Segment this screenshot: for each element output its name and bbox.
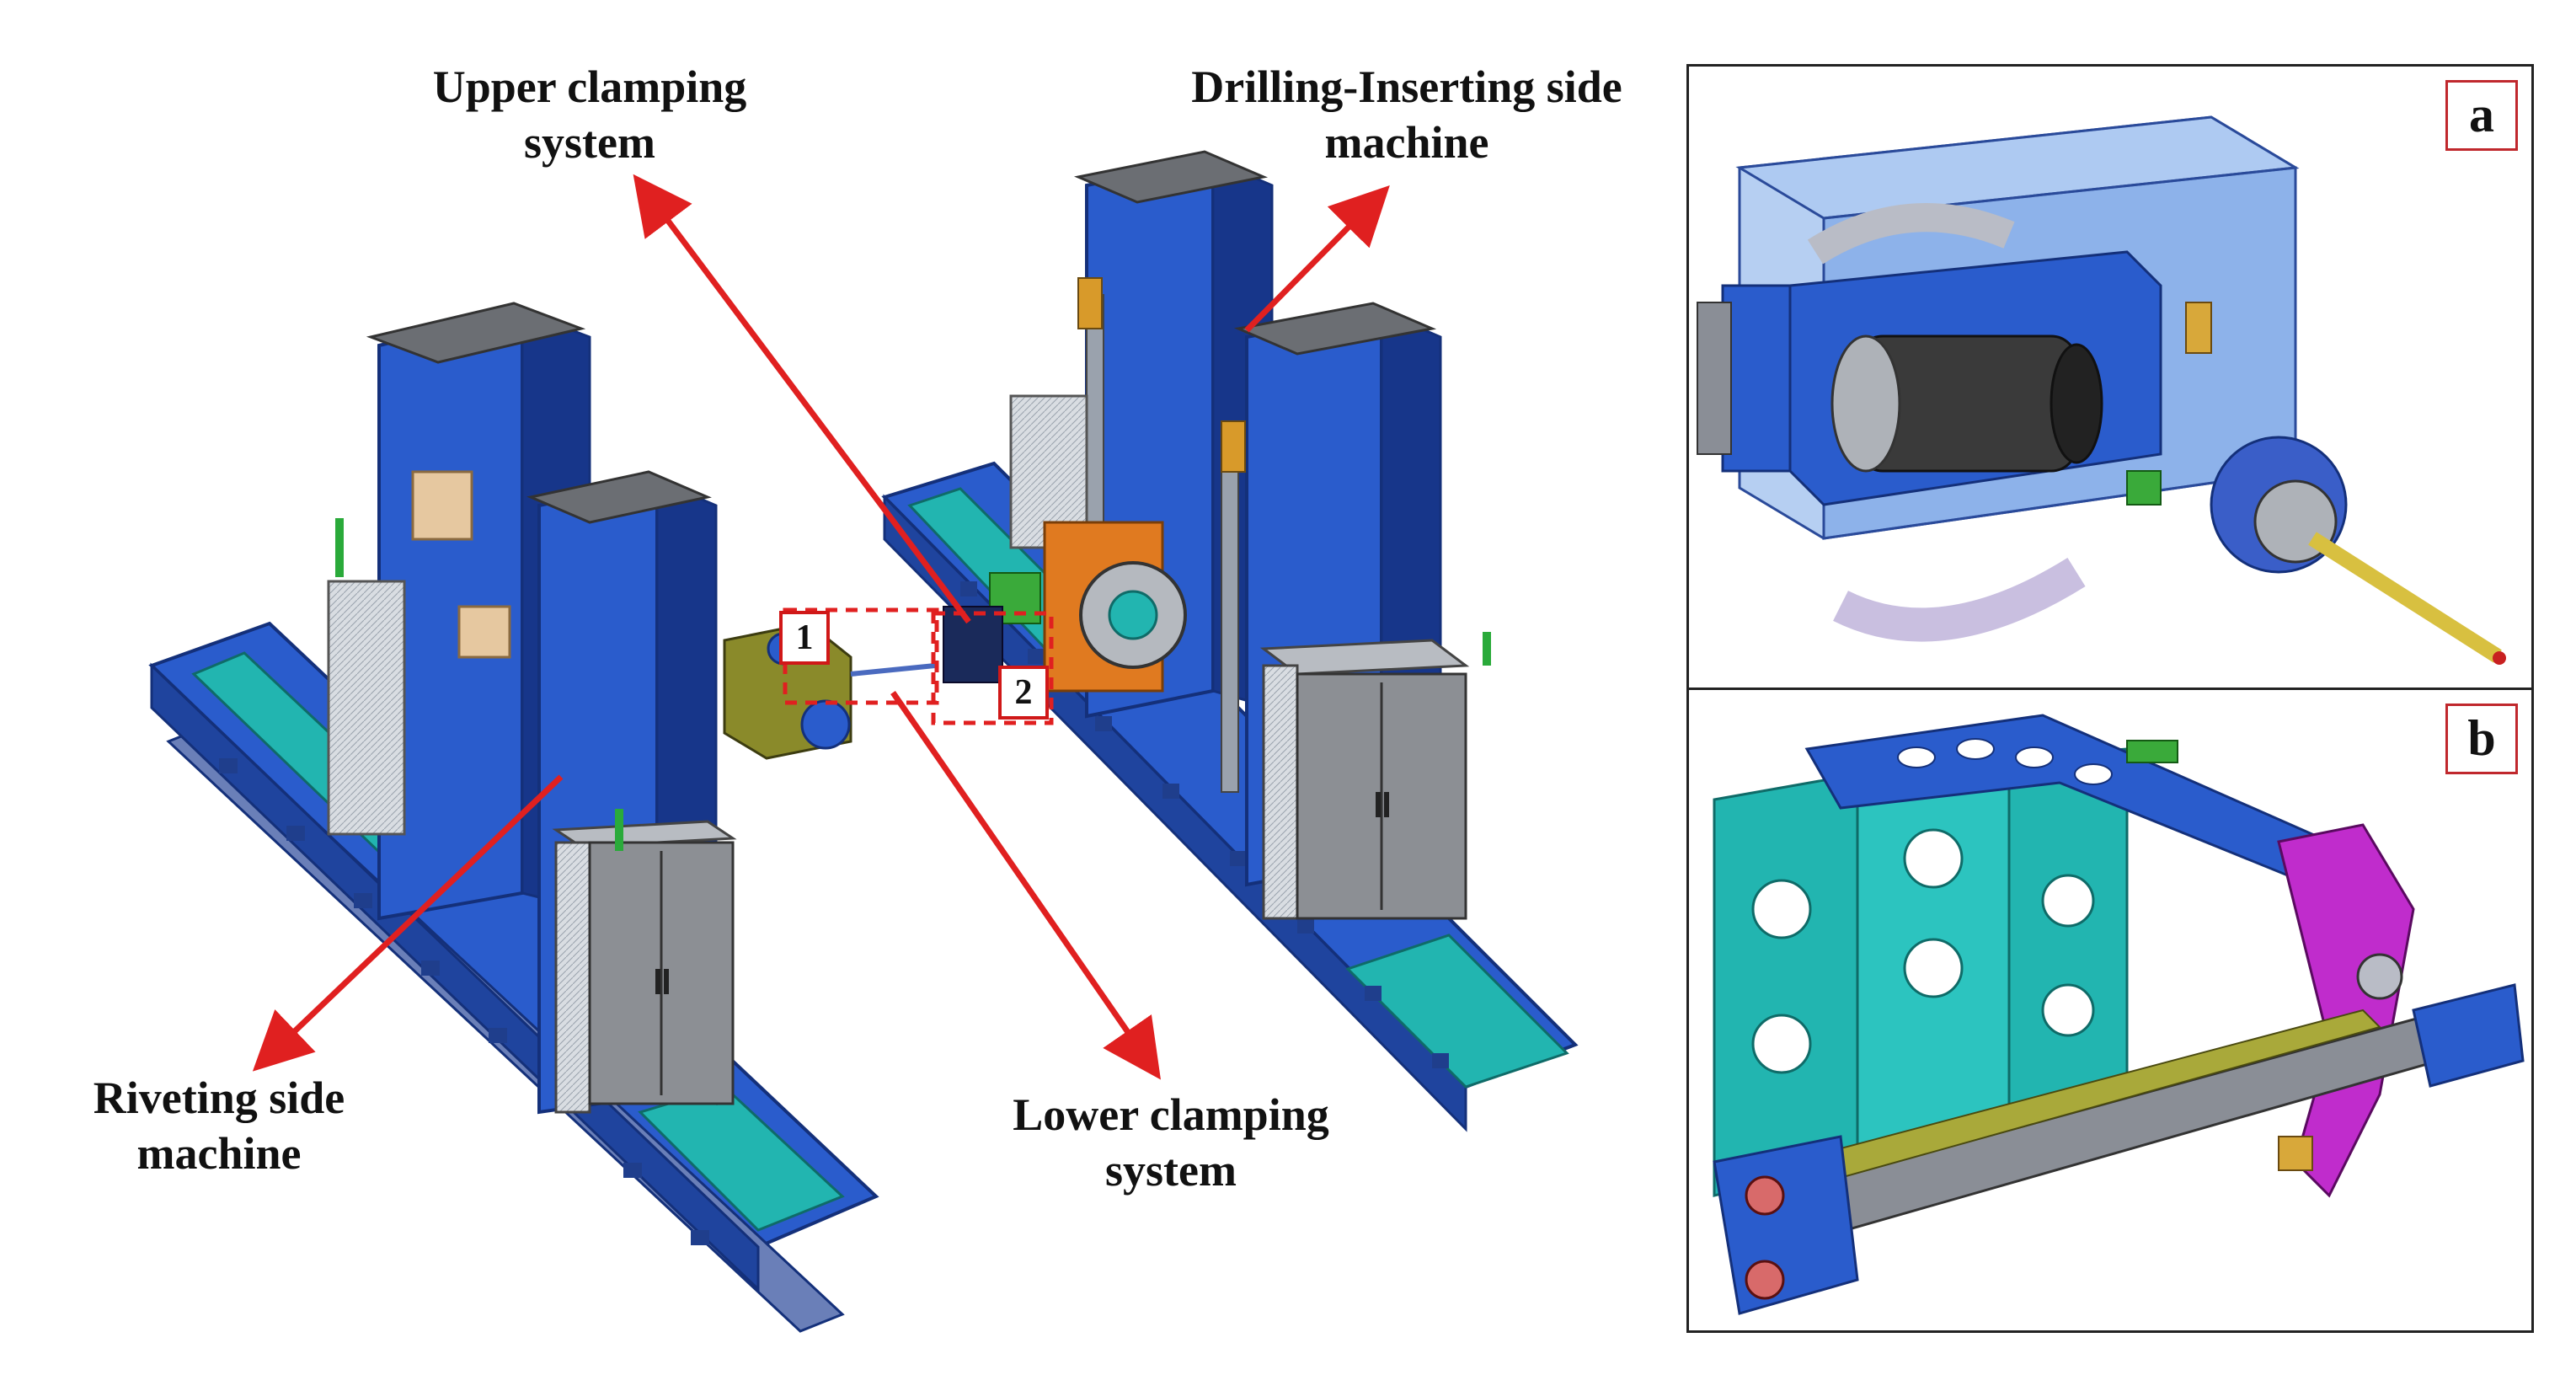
riveting-side-machine <box>148 302 879 1333</box>
panel-b: b <box>1686 688 2534 1333</box>
panel-a-label: a <box>2445 80 2518 151</box>
panel-b-label: b <box>2445 704 2518 774</box>
label-lower-clamping-system: Lower clamping system <box>1013 1089 1329 1196</box>
label-drilling-inserting-side-machine: Drilling-Inserting side machine <box>1191 62 1622 168</box>
panel-a: a <box>1686 64 2534 693</box>
arrow-drilling-inserting <box>1244 185 1390 333</box>
panel-a-drawing <box>1697 115 2506 665</box>
arrow-riveting <box>252 774 564 1072</box>
marker-2: 2 <box>998 666 1049 720</box>
marker-1: 1 <box>779 611 830 665</box>
arrow-lower-clamping <box>890 691 1161 1080</box>
drilling-inserting-side-machine <box>850 150 1579 1132</box>
label-riveting-side-machine: Riveting side machine <box>93 1073 345 1179</box>
label-upper-clamping-system: Upper clamping system <box>432 62 747 168</box>
region-box-2 <box>931 611 1054 725</box>
arrow-upper-clamping <box>633 174 971 624</box>
panel-b-drawing <box>1713 714 2525 1315</box>
